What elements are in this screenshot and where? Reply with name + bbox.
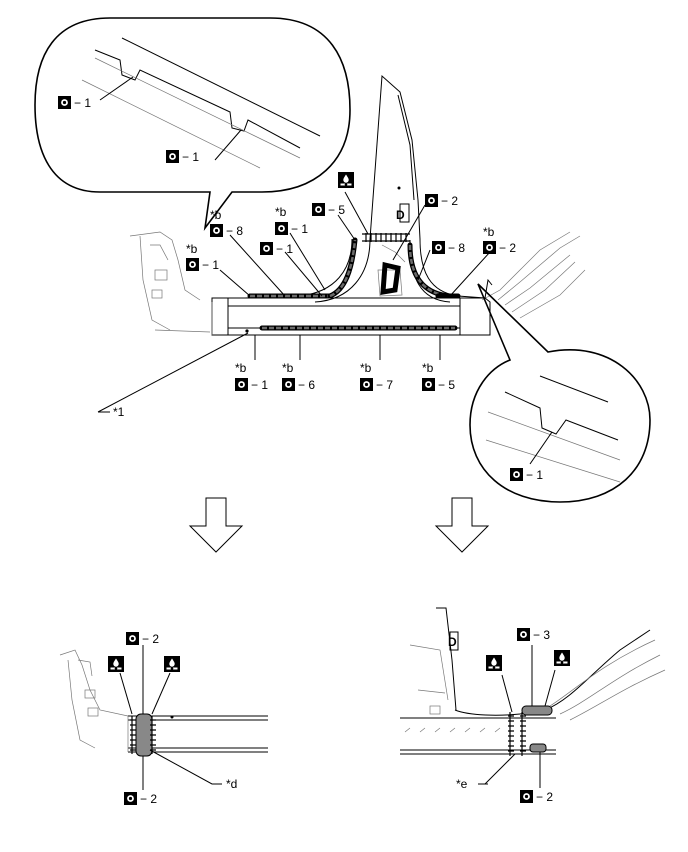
zoom-bubble-right: − 1	[469, 283, 651, 503]
upper-callouts: *b − 8 *b − 1 *b − 1 − 1 − 5 − 2 − 8 *b …	[113, 172, 516, 419]
callout-label: − 1	[251, 378, 268, 392]
star-b-label: *b	[235, 361, 247, 375]
star-1-label: *1	[113, 405, 125, 419]
callout-label: − 2	[536, 790, 553, 804]
zoom-bubble-upper-left: − 1 − 1	[34, 17, 351, 231]
callout-label: − 1	[276, 242, 293, 256]
pillar-letter-label: D	[448, 635, 457, 649]
callout-label: − 6	[298, 378, 315, 392]
star-b-label: *b	[360, 361, 372, 375]
callout-label: − 1	[291, 222, 308, 236]
pillar-letter-label: D	[396, 208, 405, 222]
star-b-label: *b	[186, 242, 198, 256]
callout-label: − 5	[438, 378, 455, 392]
callout-label: − 3	[533, 628, 550, 642]
callout-label: − 8	[448, 241, 465, 255]
star-b-label: *b	[483, 225, 495, 239]
callout-label: − 5	[328, 203, 345, 217]
lower-right-view: − 3 − 2 *e D	[400, 607, 666, 804]
star-d-label: *d	[226, 777, 237, 791]
callout-label: − 1	[182, 150, 199, 164]
callout-label: − 1	[74, 96, 91, 110]
upper-body-side-view	[97, 74, 586, 413]
callout-label: − 2	[441, 194, 458, 208]
callout-label: − 1	[202, 258, 219, 272]
star-b-label: *b	[275, 205, 287, 219]
callout-label: − 2	[142, 632, 159, 646]
star-e-label: *e	[456, 777, 468, 791]
callout-label: − 2	[499, 241, 516, 255]
star-b-label: *b	[210, 208, 222, 222]
top-leader-lines	[219, 191, 491, 360]
star-b-label: *b	[282, 361, 294, 375]
callout-label: − 2	[140, 792, 157, 806]
callout-label: − 7	[376, 378, 393, 392]
callout-label: − 1	[526, 468, 543, 482]
down-arrow-icon	[434, 497, 490, 553]
star-b-label: *b	[422, 361, 434, 375]
down-arrow-icon	[188, 497, 244, 553]
callout-label: − 8	[226, 224, 243, 238]
lower-left-view: − 2 − 2 *d	[59, 632, 268, 806]
spot-weld-bands-top	[247, 233, 461, 331]
